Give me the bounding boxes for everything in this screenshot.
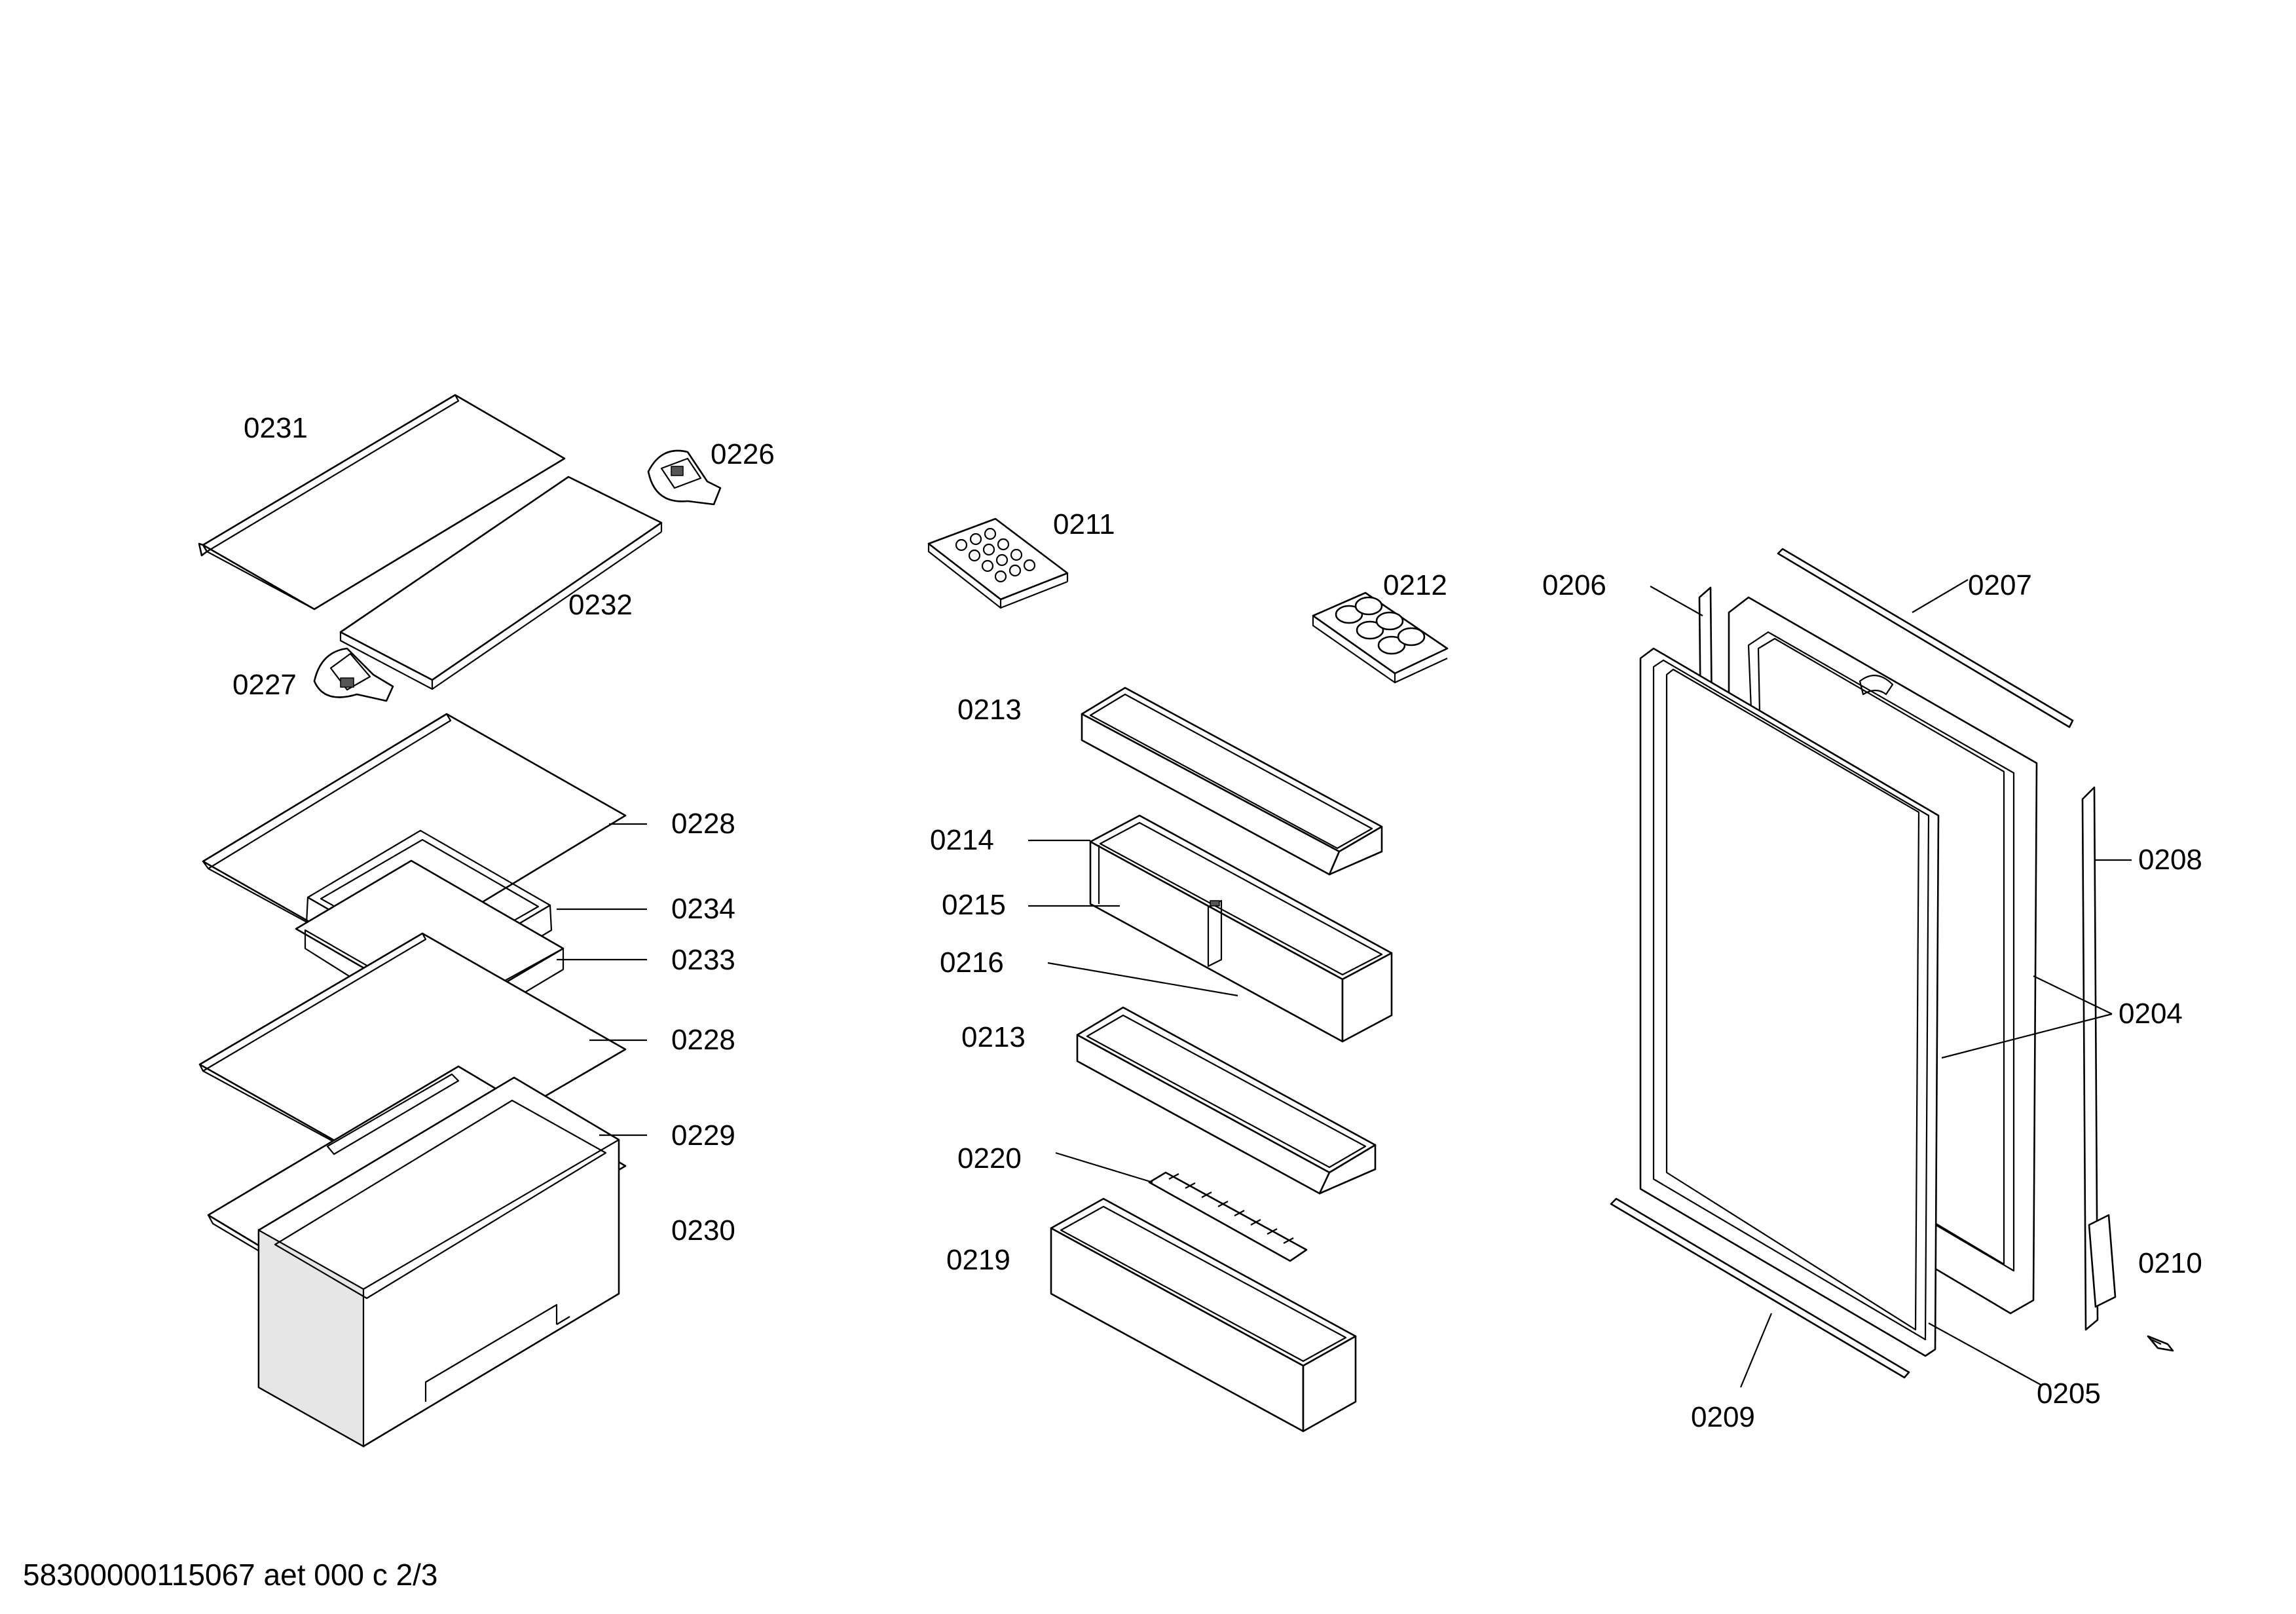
part-0207-top-strip (1777, 548, 2074, 728)
label-0211: 0211 (1053, 508, 1115, 540)
label-0216: 0216 (940, 947, 1004, 979)
part-labels: 0231 0226 0232 0227 0228 0234 0233 0228 … (232, 412, 2202, 1433)
door-assembly-group (1610, 548, 2174, 1379)
left-shelf-group (198, 394, 722, 1448)
label-0230: 0230 (671, 1214, 735, 1247)
label-0234: 0234 (671, 893, 735, 925)
leader-lines (557, 579, 2132, 1388)
part-0215-bin-divider (1207, 899, 1223, 967)
part-0208-right-strip (2081, 786, 2099, 1331)
part-0227-shelf-clip (313, 647, 394, 702)
label-0227: 0227 (232, 669, 297, 701)
part-0219-door-bin-bottom (1050, 1197, 1357, 1433)
part-0230-crisper-drawer (257, 1076, 620, 1448)
label-0228-lower: 0228 (671, 1024, 735, 1056)
part-0210-hinge-bracket (2088, 1214, 2117, 1308)
label-0213-lower: 0213 (961, 1021, 1026, 1053)
part-0231-glass-shelf (198, 394, 566, 610)
label-0213-upper: 0213 (957, 694, 1022, 726)
label-0207: 0207 (1968, 569, 2032, 601)
label-0231: 0231 (244, 412, 308, 444)
part-0214-bottle-bin (1089, 814, 1393, 1043)
label-0209: 0209 (1691, 1401, 1755, 1433)
label-0206: 0206 (1542, 569, 1606, 601)
label-0219: 0219 (946, 1244, 1010, 1276)
label-0229: 0229 (671, 1119, 735, 1152)
document-id: 58300000115067 aet 000 c 2/3 (23, 1558, 438, 1592)
part-0213-door-bin-upper (1081, 686, 1383, 876)
label-0210: 0210 (2138, 1247, 2202, 1279)
part-0211-ice-tray (927, 517, 1069, 609)
label-0214: 0214 (930, 824, 994, 856)
label-0228-upper: 0228 (671, 808, 735, 840)
label-0212: 0212 (1383, 569, 1447, 601)
screw-icon (2147, 1335, 2174, 1352)
part-0209-bottom-strip (1610, 1197, 1910, 1379)
part-0226-shelf-clip (647, 449, 722, 506)
door-bin-group (927, 517, 1449, 1433)
label-0233: 0233 (671, 944, 735, 976)
label-0232: 0232 (568, 589, 633, 621)
label-0220: 0220 (957, 1142, 1022, 1174)
label-0205: 0205 (2037, 1378, 2101, 1410)
label-0215: 0215 (942, 889, 1006, 921)
label-0226: 0226 (711, 438, 775, 470)
part-0212-egg-tray (1312, 591, 1449, 684)
part-0213-door-bin-lower (1076, 1006, 1377, 1195)
part-0205-door-gasket (1639, 647, 1940, 1357)
label-0208: 0208 (2138, 844, 2202, 876)
part-0232-shelf-insert (339, 476, 663, 690)
part-0220-bottle-retainer (1148, 1171, 1308, 1262)
label-0204: 0204 (2119, 998, 2183, 1030)
